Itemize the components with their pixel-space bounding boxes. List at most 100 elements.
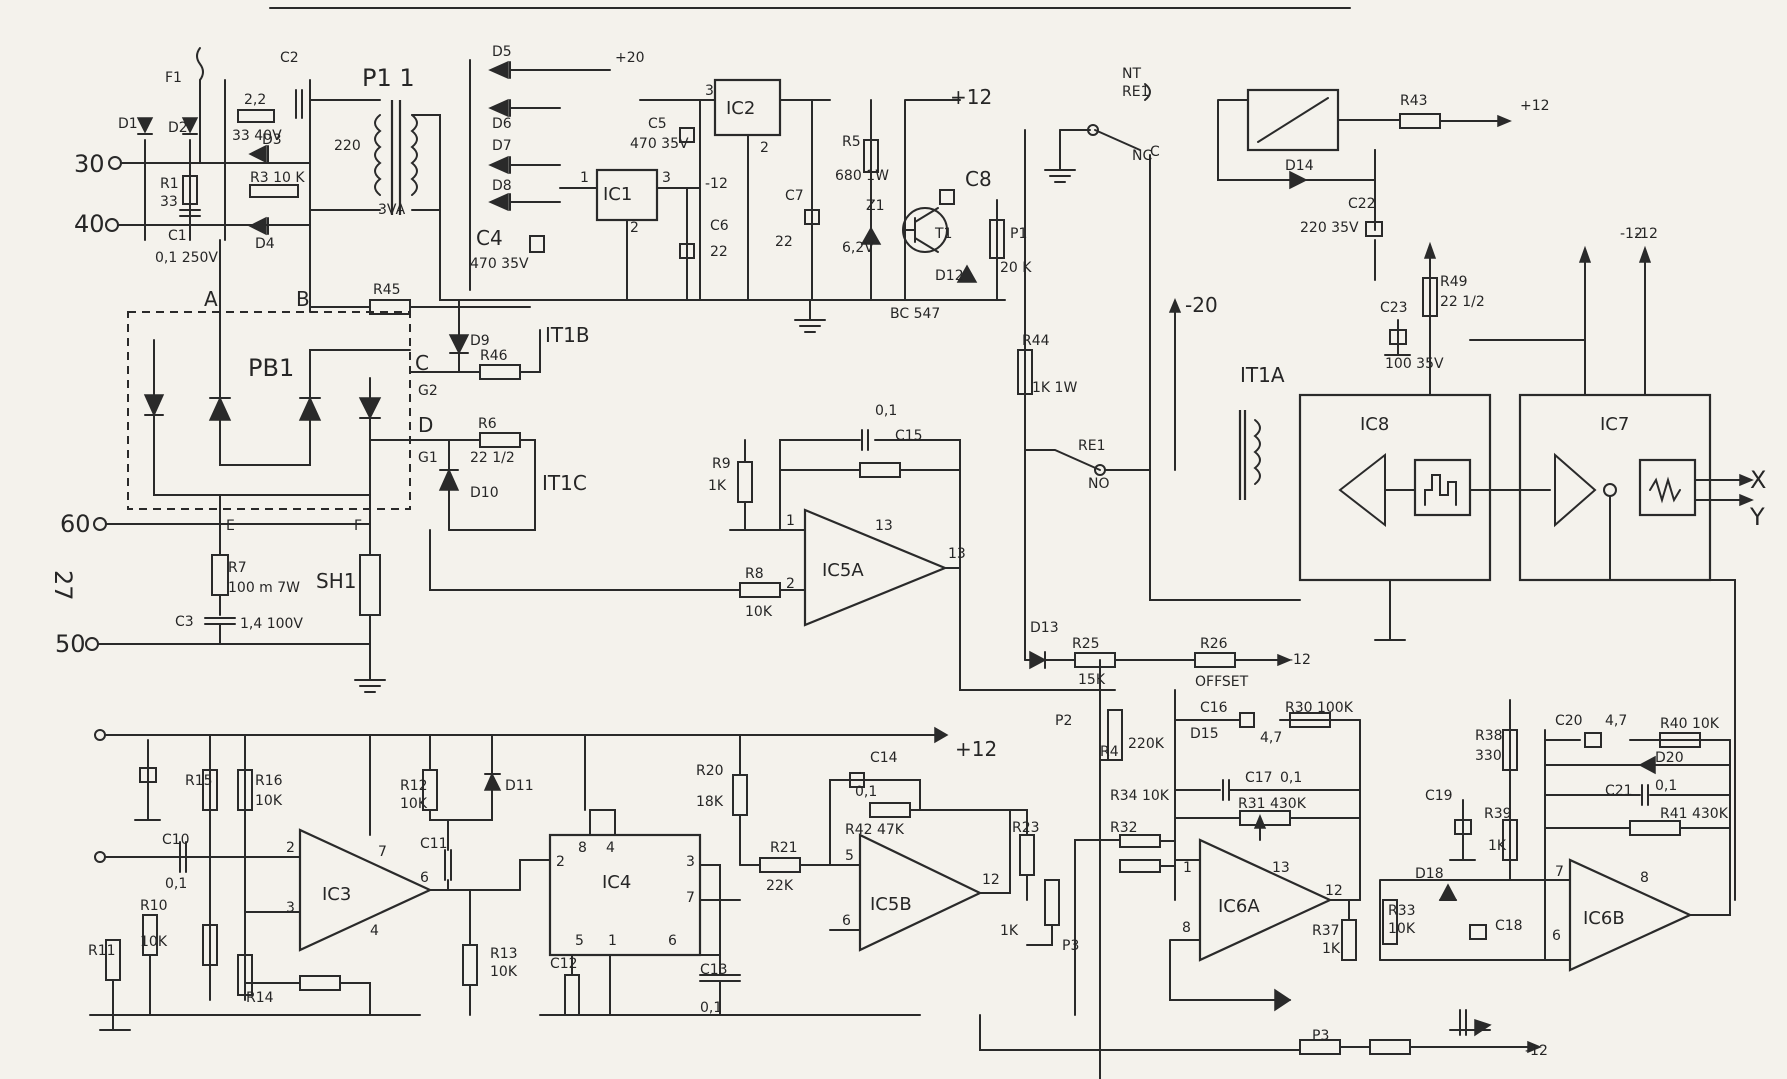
- label-r2-value: 33 40V: [232, 128, 282, 144]
- label-rail-plus12-b: +12: [955, 737, 997, 761]
- label-ic4: IC4: [602, 872, 631, 893]
- label-c22: C22: [1348, 196, 1376, 212]
- label-c6: C6: [710, 218, 729, 234]
- label-c13-value: 0,1: [700, 1000, 722, 1016]
- label-z1: Z1: [866, 198, 885, 214]
- label-r23: R23: [1012, 820, 1040, 836]
- label-r6-value: 22 1/2: [470, 450, 515, 466]
- label-r30: R30 100K: [1285, 700, 1354, 716]
- label-r10: R10: [140, 898, 168, 914]
- label-it1b: IT1B: [545, 323, 590, 347]
- label-ic1-pin3: 3: [662, 170, 671, 186]
- label-r38-value: 330: [1475, 748, 1502, 764]
- label-rail-plus12: +12: [950, 85, 992, 109]
- label-r8-value: 10K: [745, 604, 773, 620]
- label-r12: R12: [400, 778, 428, 794]
- label-terminal-30: 30: [74, 150, 105, 178]
- label-offset: OFFSET: [1195, 674, 1249, 690]
- label-offset-rail: -12: [1288, 652, 1311, 668]
- ic5a-section: [729, 429, 1116, 691]
- label-relay-nt: NT: [1122, 66, 1141, 82]
- label-re2: RE1: [1078, 438, 1105, 454]
- label-r37: R37: [1312, 923, 1340, 939]
- label-relay-no: NO: [1088, 476, 1110, 492]
- label-r49: R49: [1440, 274, 1468, 290]
- label-rail-minus20: -20: [1185, 293, 1218, 317]
- label-ic5b-pin6: 6: [842, 913, 851, 929]
- label-node-e: E: [226, 518, 235, 534]
- label-terminal-50: 50: [55, 630, 86, 658]
- label-opto-out: +12: [1520, 98, 1550, 114]
- label-shunt: SH1: [316, 569, 356, 593]
- label-r40: R40 10K: [1660, 716, 1720, 732]
- label-c1-value: 0,1 250V: [155, 250, 218, 266]
- label-it1a: IT1A: [1240, 363, 1285, 387]
- relay-section: [1017, 83, 1652, 661]
- label-c19: C19: [1425, 788, 1453, 804]
- label-d13: D13: [1030, 620, 1059, 636]
- label-c21-value: 0,1: [1655, 778, 1677, 794]
- label-r15: R15: [185, 773, 213, 789]
- label-rail-minus12-b: -12: [1525, 1043, 1548, 1059]
- offset-section: [1024, 650, 1292, 1051]
- label-c23-value: 100 35V: [1385, 356, 1444, 372]
- label-r16: R16: [255, 773, 283, 789]
- label-r16-value: 10K: [255, 793, 283, 809]
- label-c5-value: 470 35V: [630, 136, 689, 152]
- label-ic4-pin2: 2: [556, 854, 565, 870]
- label-r31: R31 430K: [1238, 796, 1307, 812]
- label-transformer-rating: 3VA: [378, 202, 406, 218]
- label-r13: R13: [490, 946, 518, 962]
- label-r4: R4: [1100, 744, 1119, 760]
- label-r11: R11: [88, 943, 116, 959]
- label-re1: RE1: [1122, 84, 1149, 100]
- label-ic4-pin5: 5: [575, 933, 584, 949]
- label-r9-value: 1K: [708, 478, 727, 494]
- label-ic7: IC7: [1600, 414, 1629, 435]
- label-ic5a-pin13-out: 13: [948, 546, 966, 562]
- label-p2-value: 220K: [1128, 736, 1165, 752]
- label-ic6a-pin12: 12: [1325, 883, 1343, 899]
- label-r41: R41 430K: [1660, 806, 1729, 822]
- label-r38: R38: [1475, 728, 1503, 744]
- label-ic3-pin7: 7: [378, 844, 387, 860]
- label-d20: D20: [1655, 750, 1684, 766]
- label-node-g1: G1: [418, 450, 438, 466]
- label-layer: P1 1 F1 30 40 60 50 PB1 IT1B IT1C IT1A S…: [55, 44, 1766, 1059]
- label-ic6b-pin8: 8: [1640, 870, 1649, 886]
- label-c14: C14: [870, 750, 898, 766]
- label-r46: R46: [480, 348, 508, 364]
- label-r25: R25: [1072, 636, 1100, 652]
- label-c10: C10: [162, 832, 190, 848]
- label-r3: R3 10 K: [250, 170, 305, 186]
- label-primary-voltage: 220: [334, 138, 361, 154]
- label-r25-value: 15K: [1078, 672, 1106, 688]
- label-c20-value: 4,7: [1605, 713, 1627, 729]
- label-d6: D6: [492, 116, 512, 132]
- label-p2: P2: [1055, 713, 1072, 729]
- label-d4: D4: [255, 236, 275, 252]
- label-c12: C12: [550, 956, 578, 972]
- label-r8: R8: [745, 566, 764, 582]
- label-node-c: C: [415, 351, 429, 375]
- label-r44-value: 1K 1W: [1032, 380, 1077, 396]
- label-ic3-pin6: 6: [420, 870, 429, 886]
- label-p3: P3: [1312, 1028, 1329, 1044]
- label-ic1: IC1: [603, 184, 632, 205]
- label-d2: D2: [168, 120, 188, 136]
- label-r49-value: 22 1/2: [1440, 294, 1485, 310]
- label-ic3-pin2: 2: [286, 840, 295, 856]
- label-r43: R43: [1400, 93, 1428, 109]
- label-c7-value: 22: [775, 234, 793, 250]
- label-ic8: IC8: [1360, 414, 1389, 435]
- label-d18: D18: [1415, 866, 1444, 882]
- label-p3-value: 1K: [1000, 923, 1019, 939]
- sensor-amplifier-blocks: [1238, 393, 1754, 901]
- label-r6: R6: [478, 416, 497, 432]
- label-ic1-pin1: 1: [580, 170, 589, 186]
- label-d12: D12: [935, 268, 964, 284]
- label-r14: R14: [246, 990, 274, 1006]
- label-r12-value: 10K: [400, 796, 428, 812]
- label-ic5a: IC5A: [822, 560, 864, 581]
- label-rail-plus20: +20: [615, 50, 645, 66]
